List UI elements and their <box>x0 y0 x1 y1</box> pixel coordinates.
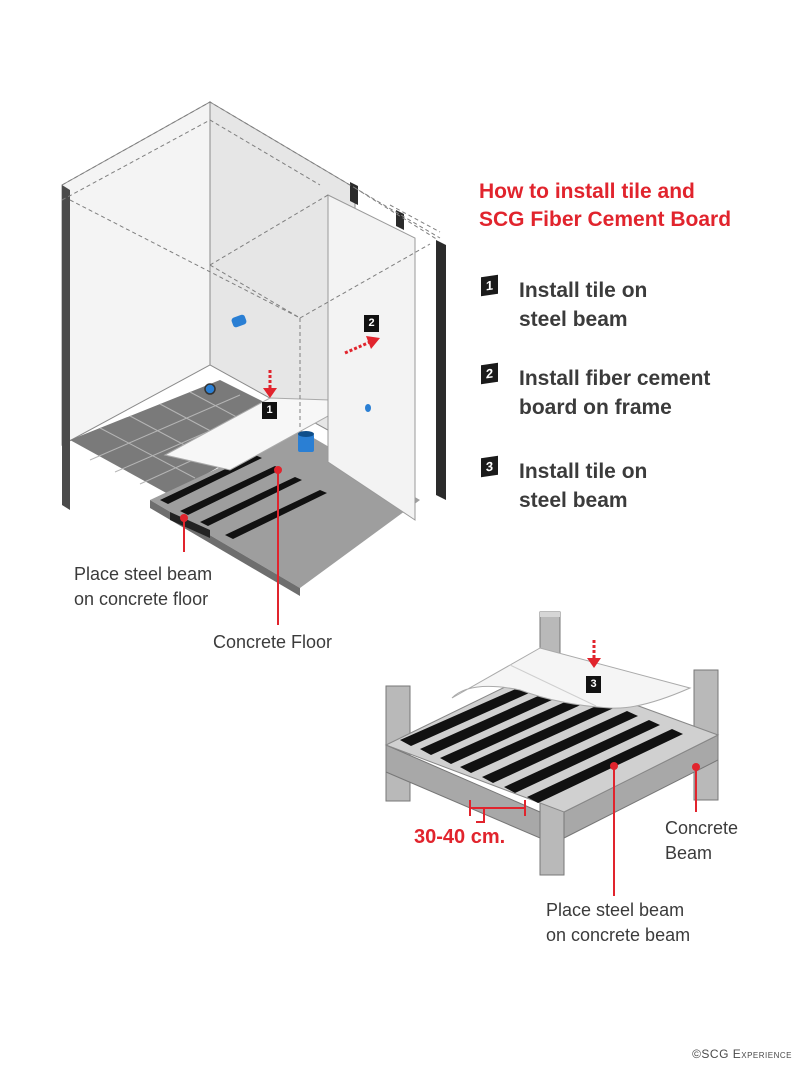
label-steel-beam-beam: Place steel beam on concrete beam <box>546 898 690 948</box>
floor-pipe-icon <box>298 434 314 452</box>
step-2-badge: 2 <box>481 362 498 385</box>
concrete-beam-left <box>385 744 541 839</box>
step-3-badge: 3 <box>481 455 498 478</box>
arrow-marker-1 <box>263 370 277 398</box>
label-steel-beam-floor: Place steel beam on concrete floor <box>74 562 212 612</box>
arrow-marker-2 <box>344 336 380 355</box>
step-3-text: Install tile on steel beam <box>519 457 779 515</box>
beam-frame-illustration <box>384 611 720 896</box>
label-steel-beam-beam-line-1: Place steel beam <box>546 900 685 920</box>
step-1-line-1: Install tile on <box>519 279 648 302</box>
copyright-notice: ©SCG Experience <box>692 1047 792 1061</box>
label-concrete-beam: Concrete Beam <box>665 816 738 866</box>
diagram-marker-3: 3 <box>586 676 601 693</box>
step-2-line-2: board on frame <box>519 396 672 419</box>
room-left-edge <box>62 185 70 510</box>
label-steel-beam-floor-line-2: on concrete floor <box>74 589 209 609</box>
step-2-line-1: Install fiber cement <box>519 367 711 390</box>
spacing-dimension <box>469 800 526 823</box>
diagram-marker-1: 1 <box>262 402 277 419</box>
floor-drain-icon <box>204 383 216 395</box>
frame-fiber-board <box>451 647 692 709</box>
label-concrete-floor: Concrete Floor <box>213 632 333 652</box>
diagram-title: How to install tile and SCG Fiber Cement… <box>479 178 779 234</box>
diagram-marker-2: 2 <box>364 315 379 332</box>
frame-steel-beams <box>400 676 683 803</box>
step-1-text: Install tile on steel beam <box>519 276 779 334</box>
label-concrete-beam-line-1: Concrete <box>665 818 739 838</box>
step-3-line-1: Install tile on <box>519 460 648 483</box>
wall-outlet-icon <box>365 404 371 412</box>
label-concrete-beam-line-2: Beam <box>665 843 713 863</box>
wall-pipe-icon <box>231 314 247 328</box>
spacing-label: 30-40 cm. <box>414 826 506 848</box>
step-2-text: Install fiber cement board on frame <box>519 364 779 422</box>
step-3-line-2: steel beam <box>519 489 628 512</box>
label-steel-beam-floor-line-1: Place steel beam <box>74 564 213 584</box>
step-1-badge: 1 <box>481 274 498 297</box>
step-1-line-2: steel beam <box>519 308 628 331</box>
floor-steel-beams <box>160 455 327 539</box>
title-line-1: How to install tile and <box>479 180 695 203</box>
label-steel-beam-beam-line-2: on concrete beam <box>546 925 691 945</box>
fiber-board-wall <box>327 194 416 521</box>
bathroom-illustration <box>61 101 446 625</box>
title-line-2: SCG Fiber Cement Board <box>479 208 732 231</box>
